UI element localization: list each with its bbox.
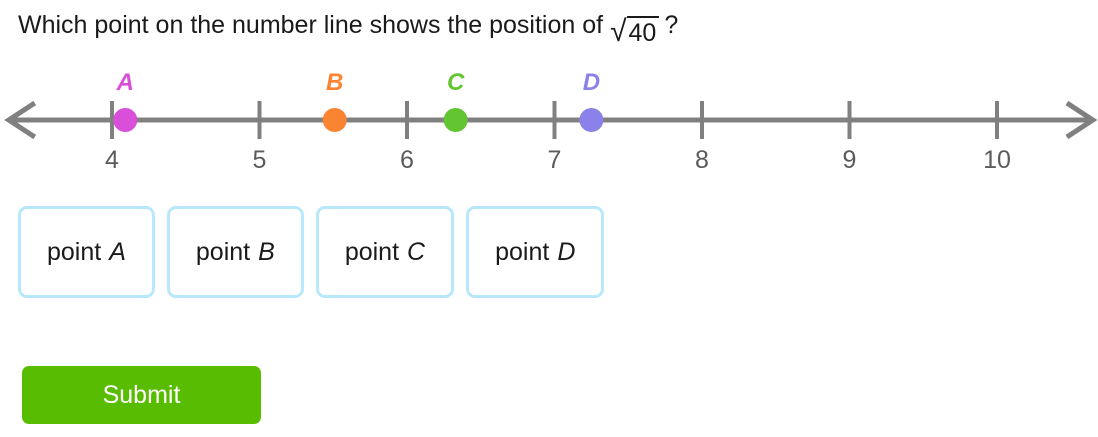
tick-label-6: 6: [400, 146, 414, 174]
point-marker-d[interactable]: [579, 108, 604, 132]
question-prompt: Which point on the number line shows the…: [18, 8, 679, 48]
choice-letter: D: [557, 237, 576, 266]
tick-label-8: 8: [695, 146, 709, 174]
left-arrow-icon: [4, 100, 37, 140]
choice-prefix: point: [495, 237, 550, 266]
point-label-d: D: [583, 70, 600, 96]
tick-label-5: 5: [253, 146, 267, 174]
number-line: 4 5 6 7 8 9 10 A B C D: [0, 70, 1098, 175]
choice-letter: A: [109, 237, 126, 266]
tick-label-4: 4: [105, 146, 119, 174]
choice-prefix: point: [195, 237, 251, 266]
number-line-svg: 4 5 6 7 8 9 10 A B C D: [4, 70, 1098, 174]
choice-letter: B: [258, 237, 275, 266]
tick-label-10: 10: [983, 146, 1011, 174]
point-marker-a[interactable]: [113, 108, 138, 132]
radicand-value: 40: [626, 16, 660, 47]
point-label-b: B: [326, 70, 343, 96]
question-text: Which point on the number line shows the…: [18, 11, 604, 39]
choice-prefix: point: [344, 237, 400, 266]
question-mark: ?: [664, 11, 679, 39]
point-label-c: C: [447, 70, 465, 96]
choice-prefix: point: [47, 237, 102, 266]
point-marker-b[interactable]: [322, 108, 347, 132]
submit-button[interactable]: Submit: [22, 366, 261, 424]
square-root-expression: √ 40: [610, 15, 660, 48]
radical-sign-icon: √: [610, 15, 627, 48]
right-arrow-icon: [1065, 100, 1098, 140]
point-marker-c[interactable]: [443, 108, 468, 132]
choice-letter: C: [407, 237, 426, 266]
tick-label-9: 9: [843, 146, 857, 174]
tick-label-7: 7: [548, 146, 562, 174]
point-label-a: A: [116, 70, 134, 96]
